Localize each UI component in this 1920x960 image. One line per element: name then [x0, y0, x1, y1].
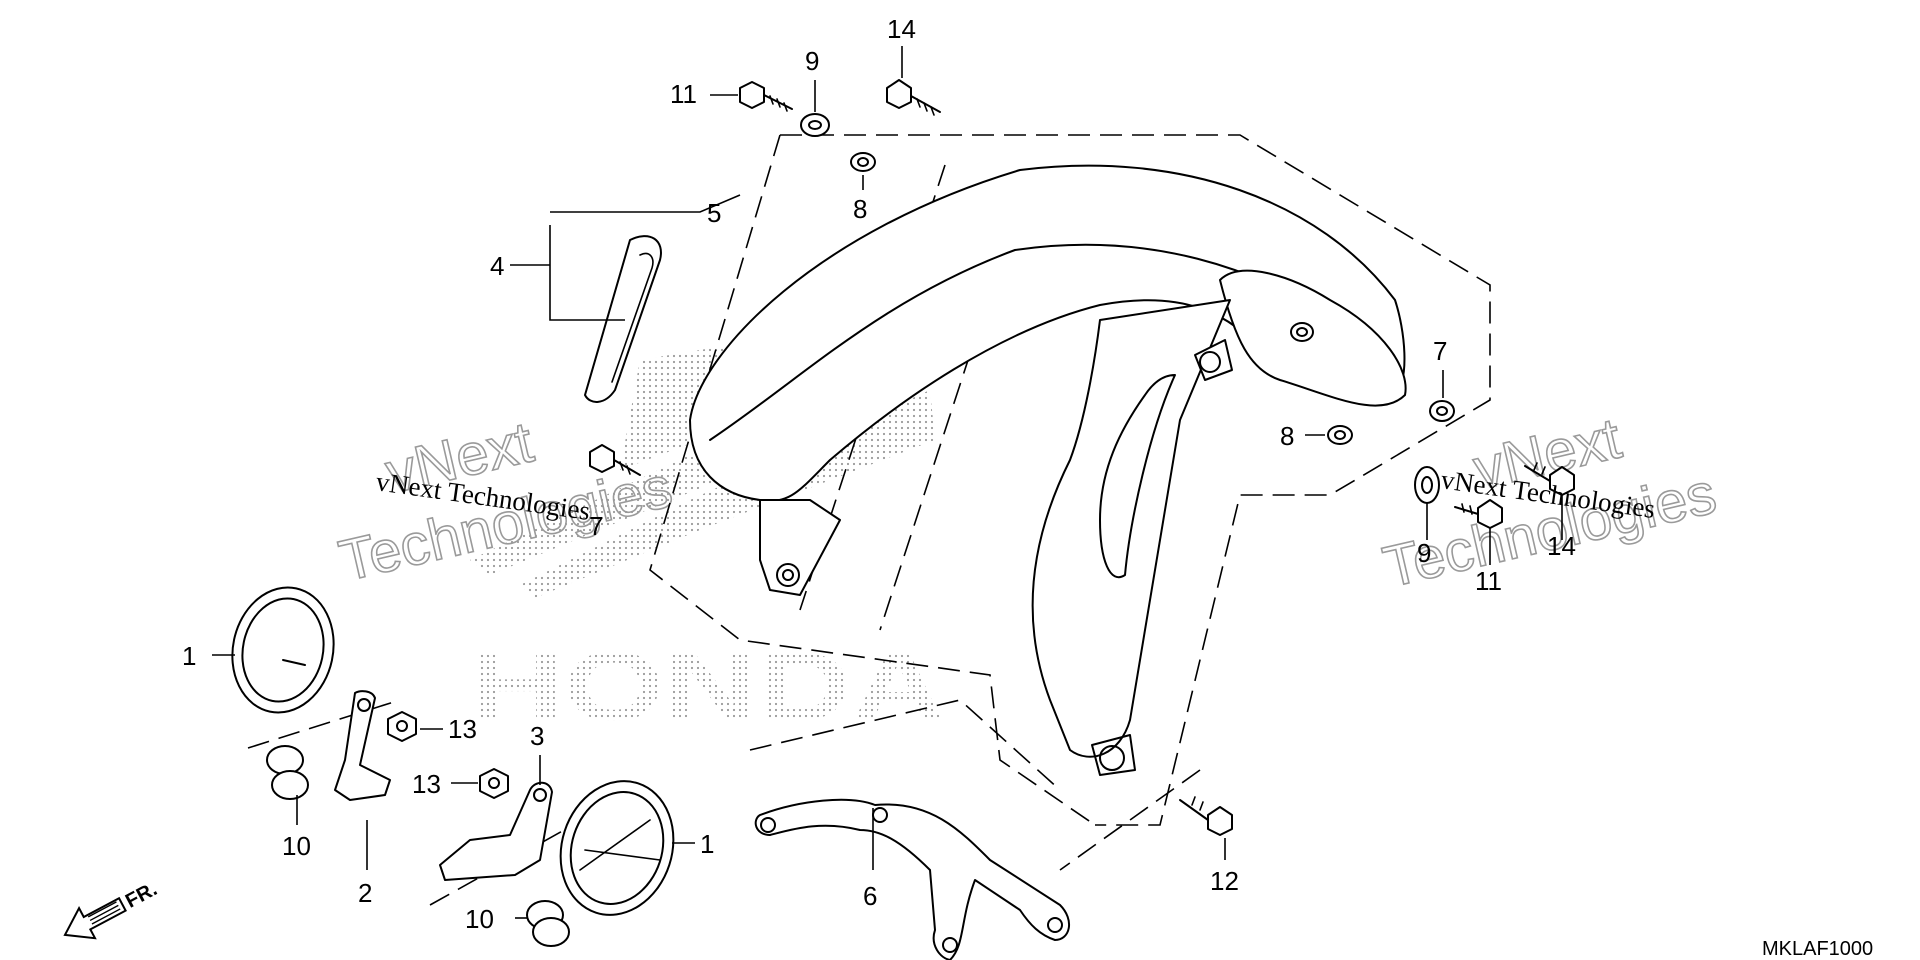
bolt-11-right [1454, 499, 1503, 529]
nut-13-upper [387, 711, 417, 742]
callout-14-top: 14 [887, 14, 916, 44]
fender-side-strip [584, 235, 662, 403]
callout-11-top: 11 [670, 79, 697, 109]
callout-5: 5 [707, 198, 721, 228]
callout-labels: 1 1 2 3 4 5 6 7 8 8 9 9 10 10 11 11 12 1… [182, 14, 1576, 934]
bolt-12 [1179, 796, 1233, 836]
callout-1-left: 1 [182, 641, 196, 671]
bolt-7-left [589, 444, 641, 476]
callout-4: 4 [490, 251, 504, 281]
callout-11-right: 11 [1475, 566, 1502, 596]
fender-stay [754, 798, 1070, 960]
callout-10-left: 10 [282, 831, 311, 861]
front-direction-arrow: FR. [63, 878, 161, 940]
bolt-14-top [886, 79, 941, 116]
bolt-11-top [739, 81, 793, 112]
callout-13-lower: 13 [412, 769, 441, 799]
callout-13-upper: 13 [448, 714, 477, 744]
callout-8-top: 8 [853, 194, 867, 224]
reflector-left [231, 586, 335, 714]
reflector-right [559, 780, 675, 916]
callout-7: 7 [1433, 336, 1447, 366]
callout-9-right: 9 [1417, 538, 1431, 568]
honda-logo-text: HONDA [470, 631, 945, 741]
callout-7-small: 7 [589, 511, 603, 541]
callout-3: 3 [530, 721, 544, 751]
grommet-left [266, 745, 309, 800]
leader-lines [212, 46, 1563, 919]
washer-9-top [800, 113, 830, 137]
washer-7 [1429, 400, 1455, 422]
callout-8-right: 8 [1280, 421, 1294, 451]
callout-2: 2 [358, 878, 372, 908]
callout-1-right: 1 [700, 829, 714, 859]
bolt-14-right [1524, 462, 1575, 496]
drawing-code: MKLAF1000 [1762, 938, 1873, 960]
callout-9-top: 9 [805, 46, 819, 76]
nut-13-lower [479, 768, 509, 799]
washer-9-right [1414, 466, 1440, 504]
callout-12: 12 [1210, 866, 1239, 896]
reflector-stay-right [439, 781, 553, 881]
callout-14-right: 14 [1547, 531, 1576, 561]
front-marker-text: FR. [122, 878, 161, 913]
grommet-right [526, 900, 570, 947]
washer-8-top [850, 152, 876, 172]
washer-8-right [1327, 425, 1353, 445]
washer-left-fender [1290, 322, 1314, 342]
callout-6: 6 [863, 881, 877, 911]
reflector-stay-left [334, 690, 391, 801]
front-fender [689, 164, 1407, 776]
callout-10-right: 10 [465, 904, 494, 934]
